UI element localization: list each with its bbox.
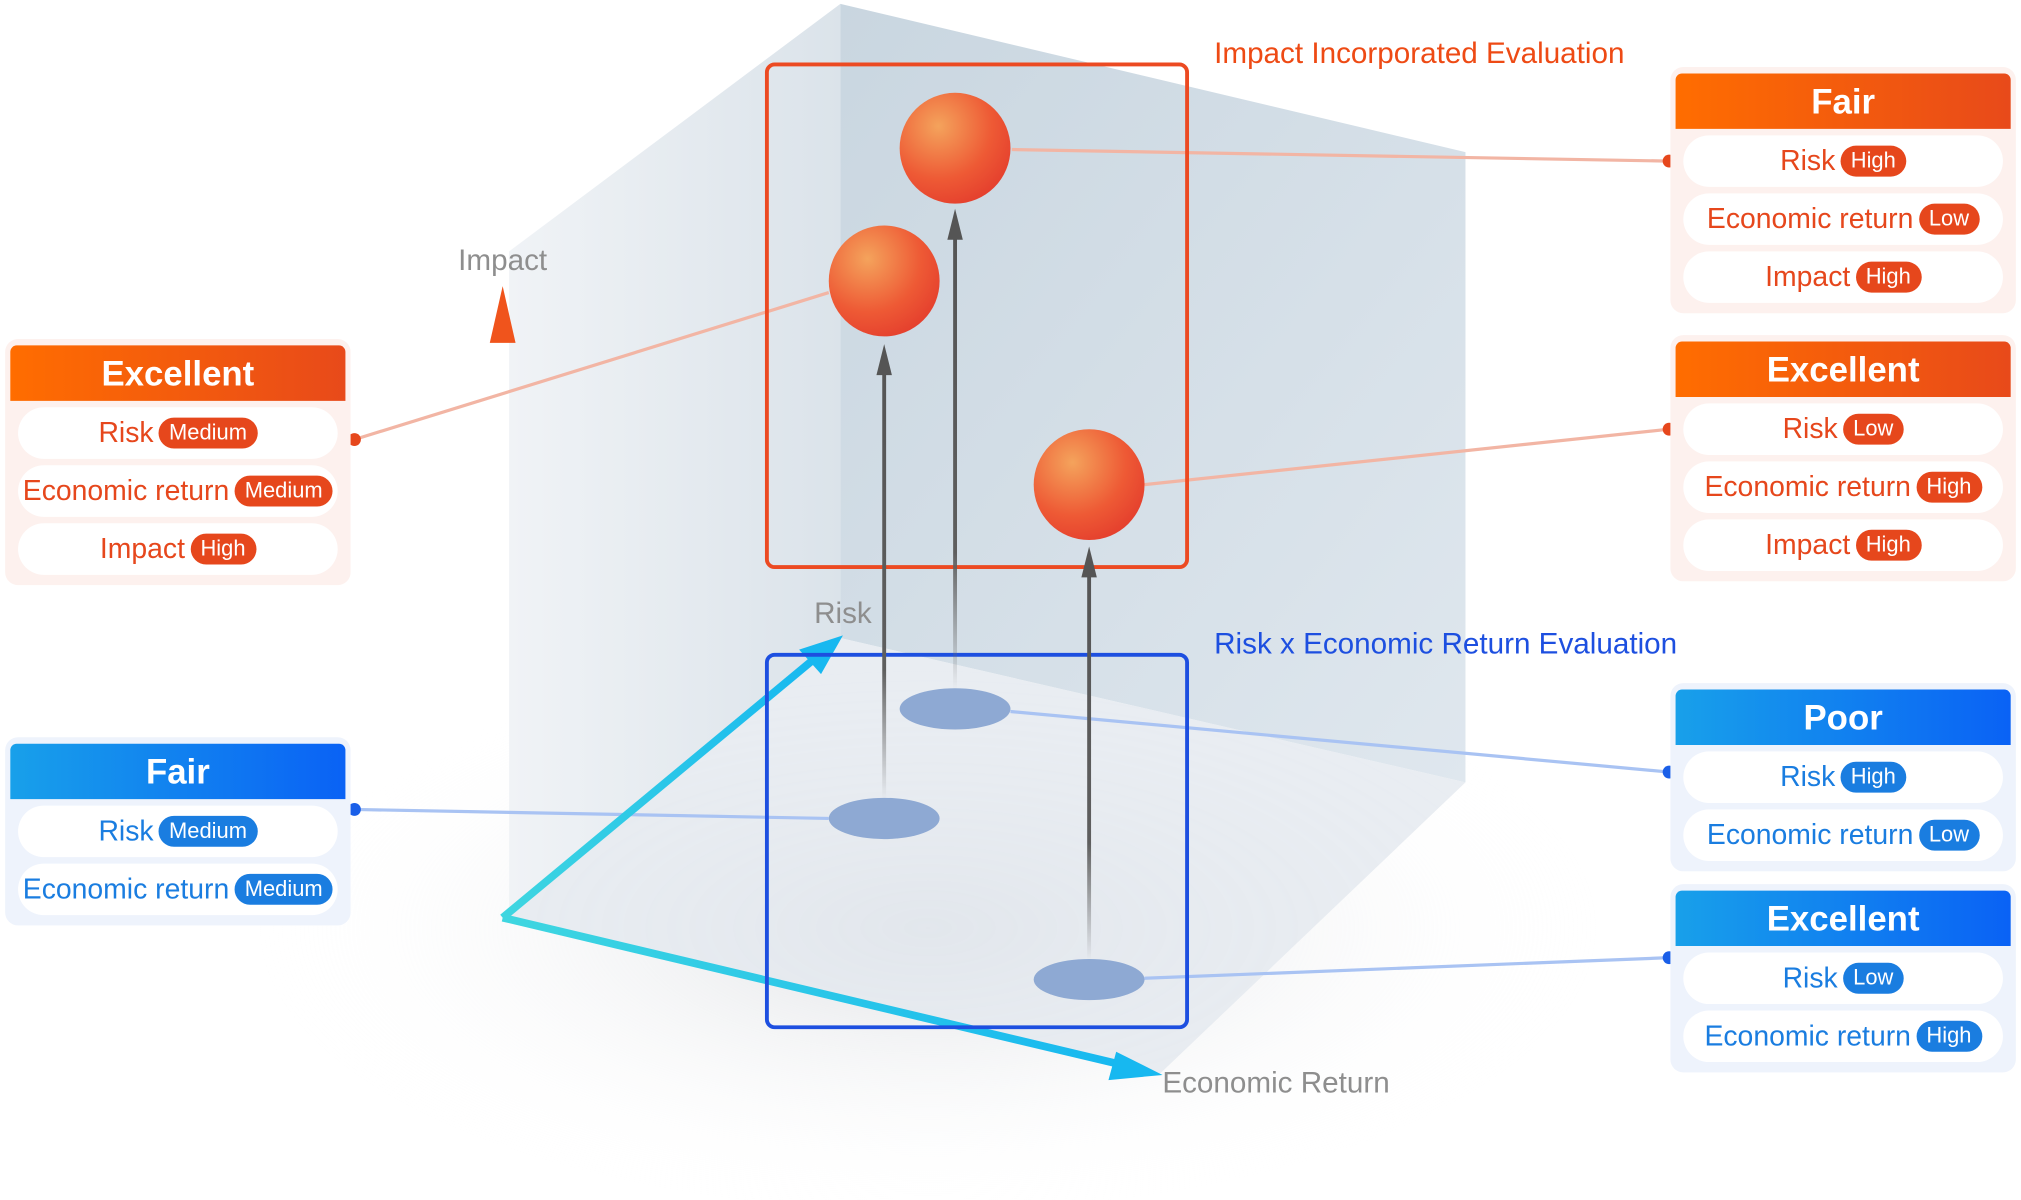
row-label: Risk xyxy=(98,416,154,449)
risk-return-evaluation-title: Risk x Economic Return Evaluation xyxy=(1214,626,1678,660)
project-base-point xyxy=(899,688,1011,730)
row-label: Economic return xyxy=(22,872,230,905)
row-label: Risk xyxy=(98,814,154,847)
box-back-face xyxy=(840,3,1466,783)
card-rating: Poor xyxy=(1675,689,2011,745)
card-rating: Excellent xyxy=(1675,341,2011,397)
card-rating: Fair xyxy=(10,743,346,800)
impact-evaluation-region xyxy=(764,62,1190,570)
risk-axis-label: Risk xyxy=(814,596,872,630)
connector-lines xyxy=(353,147,1670,980)
row-label: Economic return xyxy=(1706,818,1914,851)
row-label: Economic return xyxy=(1704,1019,1911,1052)
row-label: Economic return xyxy=(1704,470,1911,503)
row-label: Risk xyxy=(1780,144,1836,177)
level-badge: High xyxy=(1916,471,1982,503)
level-badge: High xyxy=(1855,529,1922,561)
economic-return-axis-label: Economic Return xyxy=(1162,1065,1390,1099)
row-label: Economic return xyxy=(1706,202,1914,235)
project-base-point xyxy=(828,797,940,840)
row-label: Risk xyxy=(1782,412,1838,445)
box-floor xyxy=(502,638,1466,1074)
level-badge: Low xyxy=(1918,203,1980,235)
level-badge: High xyxy=(1840,761,1907,793)
project-impact-sphere xyxy=(1033,429,1145,541)
level-badge: Medium xyxy=(234,873,333,905)
row-label: Economic return xyxy=(22,474,230,507)
impact-axis-label: Impact xyxy=(458,242,548,277)
economic-return-axis xyxy=(501,913,1123,1069)
level-badge: Medium xyxy=(158,417,258,449)
box-left-face xyxy=(509,3,841,918)
risk-return-evaluation-region xyxy=(764,652,1190,1030)
level-badge: Medium xyxy=(158,815,258,847)
impact-axis-arrowhead xyxy=(489,286,516,343)
card-rating: Fair xyxy=(1675,73,2011,129)
project-base-point xyxy=(1033,958,1145,1001)
project-impact-sphere xyxy=(828,225,940,337)
level-badge: Low xyxy=(1842,413,1904,445)
level-badge: High xyxy=(1916,1020,1982,1052)
risk-axis xyxy=(500,655,818,921)
economic-return-axis-arrowhead xyxy=(1108,1051,1163,1081)
level-badge: Low xyxy=(1842,962,1904,994)
level-badge: High xyxy=(1855,261,1922,293)
row-label: Impact xyxy=(99,532,185,565)
row-label: Risk xyxy=(1780,760,1836,793)
impact-evaluation-title: Impact Incorporated Evaluation xyxy=(1214,36,1625,70)
card-rating: Excellent xyxy=(1675,890,2011,947)
project-impact-sphere xyxy=(899,92,1011,204)
row-label: Impact xyxy=(1765,528,1851,561)
level-badge: Medium xyxy=(234,475,333,507)
row-label: Risk xyxy=(1782,961,1838,994)
level-badge: High xyxy=(190,533,256,565)
impact-stems xyxy=(876,208,1097,961)
level-badge: High xyxy=(1840,145,1907,177)
card-rating: Excellent xyxy=(10,345,346,401)
row-label: Impact xyxy=(1765,260,1851,293)
level-badge: Low xyxy=(1918,819,1980,851)
